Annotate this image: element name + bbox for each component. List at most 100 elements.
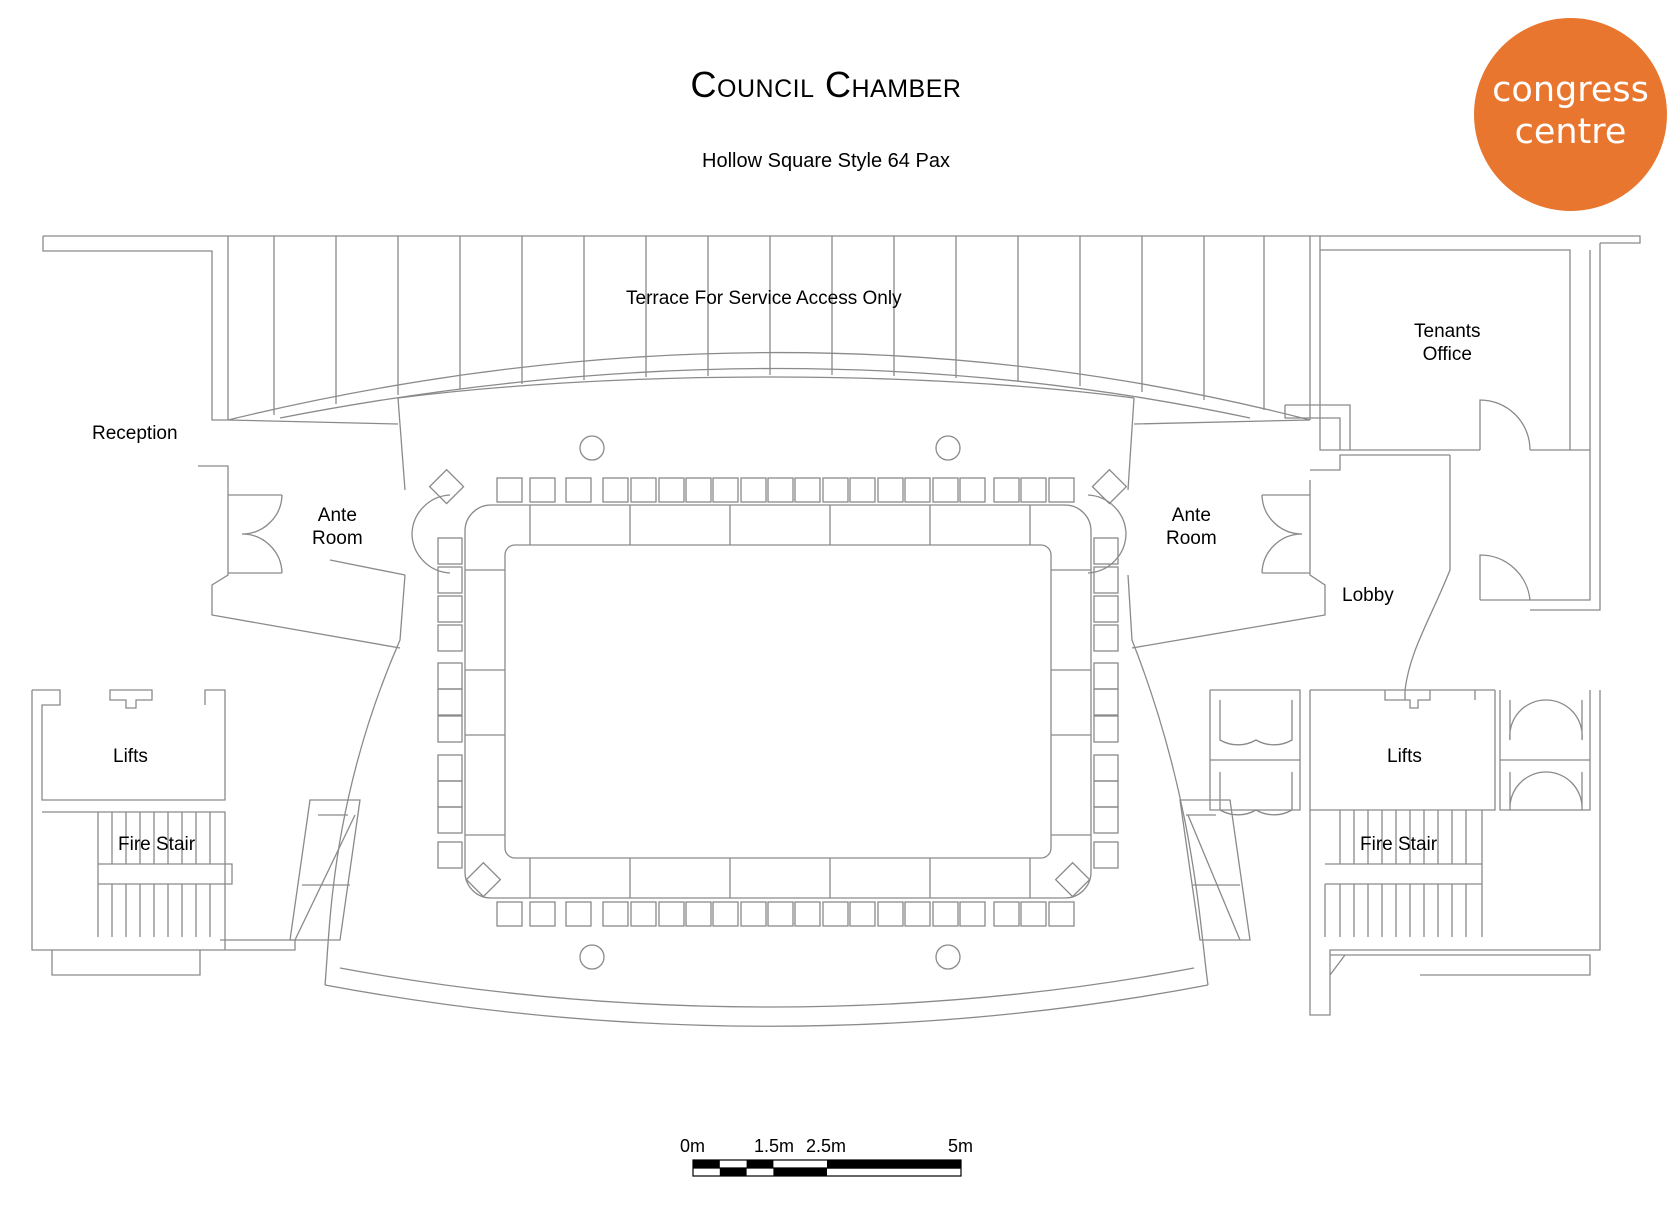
chair-top [794, 477, 821, 503]
chair-bottom [496, 901, 523, 927]
chair-right [1093, 624, 1119, 652]
scale-seg-3 [746, 1160, 774, 1168]
fire-stair-left-label: Fire Stair [118, 834, 196, 855]
chair-left [437, 688, 463, 716]
chair-left [437, 566, 463, 594]
chamber-wall-south-inner [339, 967, 1195, 1008]
chair-bottom [794, 901, 821, 927]
tenants-office-door [1479, 399, 1531, 451]
reception-label: Reception [92, 423, 178, 444]
column-nw [579, 435, 605, 461]
lifts-left-shell [31, 689, 226, 951]
chair-bottom [529, 901, 556, 927]
cubicle-door-4 [1509, 771, 1583, 811]
scale-label-2-5m: 2.5m [806, 1136, 847, 1156]
cubicle-door-1 [1219, 700, 1293, 746]
chair-top [685, 477, 712, 503]
ante-room-left-line1: Ante [317, 505, 357, 526]
scale-label-0m: 0m [680, 1136, 706, 1156]
east-core-stair [1179, 799, 1251, 941]
chair-corner-seat [428, 468, 465, 505]
scale-seg-4 [773, 1168, 827, 1176]
chair-right [1093, 841, 1119, 869]
chair-corner-seat [465, 861, 502, 898]
tenants-office-line2: Office [1422, 344, 1472, 365]
scale-label-5m: 5m [948, 1136, 974, 1156]
chair-bottom [1020, 901, 1047, 927]
chair-top [529, 477, 556, 503]
chair-right [1093, 754, 1119, 782]
ante-room-left-line2: Room [312, 528, 363, 549]
chair-left [437, 662, 463, 690]
ante-room-right-label: Ante Room [1166, 504, 1217, 550]
chair-left [437, 595, 463, 623]
chair-bottom [767, 901, 794, 927]
chair-corner-seat [1054, 861, 1091, 898]
chair-left [437, 780, 463, 808]
chair-top [959, 477, 986, 503]
chair-bottom [993, 901, 1020, 927]
chair-right [1093, 566, 1119, 594]
cubicles-right-group [1499, 690, 1591, 811]
scale-seg-1 [693, 1160, 720, 1168]
fire-stair-left-treads [111, 812, 211, 937]
chair-left [437, 715, 463, 743]
chair-right [1093, 662, 1119, 690]
fire-stair-right [1309, 690, 1601, 1016]
chair-top [877, 477, 904, 503]
ante-room-right-line2: Room [1166, 528, 1217, 549]
scale-label-1-5m: 1.5m [754, 1136, 795, 1156]
scale-bar [692, 1159, 962, 1177]
ante-right-walls [1131, 419, 1326, 649]
chair-left [437, 624, 463, 652]
chair-bottom [959, 901, 986, 927]
tenants-office-line1: Tenants [1414, 321, 1481, 342]
ante-left-door-west [228, 494, 283, 574]
fire-stair-right-treads [1339, 810, 1467, 937]
chair-top [767, 477, 794, 503]
chair-bottom [877, 901, 904, 927]
chair-top [904, 477, 931, 503]
layout-subtitle: Hollow Square Style 64 Pax [702, 150, 950, 172]
lifts-right-label: Lifts [1387, 746, 1422, 767]
column-ne [935, 435, 961, 461]
chamber-wall-west [324, 397, 406, 986]
tenants-office-walls [1319, 236, 1591, 451]
chair-bottom [712, 901, 739, 927]
chamber-wall-south [324, 984, 1209, 1027]
reception-wall-inner [198, 465, 229, 480]
chair-bottom [685, 901, 712, 927]
page-title: Council Chamber [690, 64, 962, 105]
chair-bottom [658, 901, 685, 927]
chair-top [658, 477, 685, 503]
chair-top [822, 477, 849, 503]
chair-bottom [849, 901, 876, 927]
chair-left [437, 537, 463, 565]
logo-line-1: congress [1492, 70, 1649, 110]
chair-top [712, 477, 739, 503]
fire-stair-right-label: Fire Stair [1360, 834, 1438, 855]
cubicles-left-group [1209, 689, 1301, 811]
lobby-door [1479, 554, 1531, 601]
chair-top [1048, 477, 1075, 503]
chair-top [993, 477, 1020, 503]
reception-wall [42, 236, 228, 421]
column-se [935, 944, 961, 970]
tenants-office-ledge [1284, 404, 1351, 450]
north-wall [43, 235, 1641, 244]
south-wall-left [51, 939, 296, 976]
chair-corner [465, 861, 502, 898]
terrace-edge-outer [227, 351, 1311, 421]
lobby-partition [1404, 455, 1451, 691]
chair-bottom [822, 901, 849, 927]
tenants-office-label: Tenants Office [1414, 320, 1481, 366]
chair-right [1093, 715, 1119, 743]
chair-right [1093, 537, 1119, 565]
ante-room-left-label: Ante Room [312, 504, 363, 550]
chair-right [1093, 595, 1119, 623]
scale-seg-5 [827, 1160, 961, 1168]
chamber-wall-east [1127, 397, 1209, 986]
terrace-mullions [273, 236, 1265, 415]
chair-top [602, 477, 629, 503]
